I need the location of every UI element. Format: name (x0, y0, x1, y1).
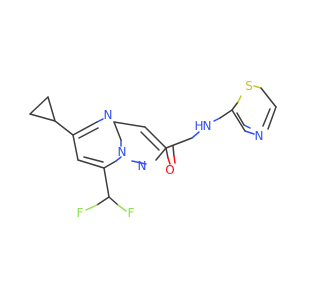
bond (103, 160, 117, 169)
atom-label-h-amide: H (194, 119, 203, 133)
structure-canvas: N N N O H N S N F F (29, 79, 277, 220)
bond (77, 159, 105, 169)
cyclopropyl-group (29, 96, 74, 136)
bond (165, 147, 169, 159)
bond (236, 112, 245, 126)
bond (231, 109, 246, 132)
bond (144, 126, 167, 149)
bond (253, 85, 262, 89)
bond (140, 131, 160, 151)
bond (173, 155, 176, 164)
bond (115, 156, 122, 162)
bond (219, 109, 233, 119)
bond (237, 95, 242, 103)
bond (83, 156, 104, 163)
bond (231, 101, 239, 111)
bond (108, 196, 119, 206)
difluoromethyl-group (85, 167, 127, 212)
bond (72, 134, 79, 161)
bond (117, 204, 127, 212)
bond (243, 124, 251, 129)
bond (267, 106, 277, 130)
atom-label-n-pyrimidine: N (104, 108, 113, 122)
pyrazole-ring (113, 121, 167, 165)
bond (47, 96, 56, 122)
bond (103, 167, 110, 198)
bond (167, 157, 171, 165)
atom-label-f-left: F (77, 206, 84, 220)
bond (96, 118, 104, 123)
bond (85, 204, 98, 211)
pyrimidine-ring (72, 118, 122, 169)
bond (244, 130, 255, 135)
bond (131, 160, 147, 165)
atom-label-n-bridge: N (118, 145, 127, 159)
thiazole-ring (231, 85, 277, 135)
bond (29, 113, 56, 122)
bond (213, 117, 221, 122)
bond (172, 145, 175, 157)
bond (262, 108, 271, 127)
molecule-diagram: N N N O H N S N F F (29, 79, 277, 220)
bond (96, 196, 110, 206)
atom-label-f-right: F (128, 206, 135, 220)
bond (29, 96, 49, 115)
bond (54, 120, 74, 136)
bond (155, 147, 167, 161)
atom-label-s-thiazole: S (245, 79, 253, 93)
atom-label-nh-amide: N (203, 119, 212, 133)
amide-group (165, 109, 233, 165)
atom-label-n-pyrazole: N (138, 159, 147, 173)
bond (113, 121, 122, 141)
atom-label-n-thiazole: N (255, 129, 264, 143)
atom-label-o-carbonyl: O (165, 163, 174, 177)
bond (72, 121, 98, 136)
bond (113, 121, 146, 128)
bond (78, 127, 99, 139)
bond (260, 87, 277, 108)
bond (191, 131, 200, 139)
bond (165, 137, 193, 149)
